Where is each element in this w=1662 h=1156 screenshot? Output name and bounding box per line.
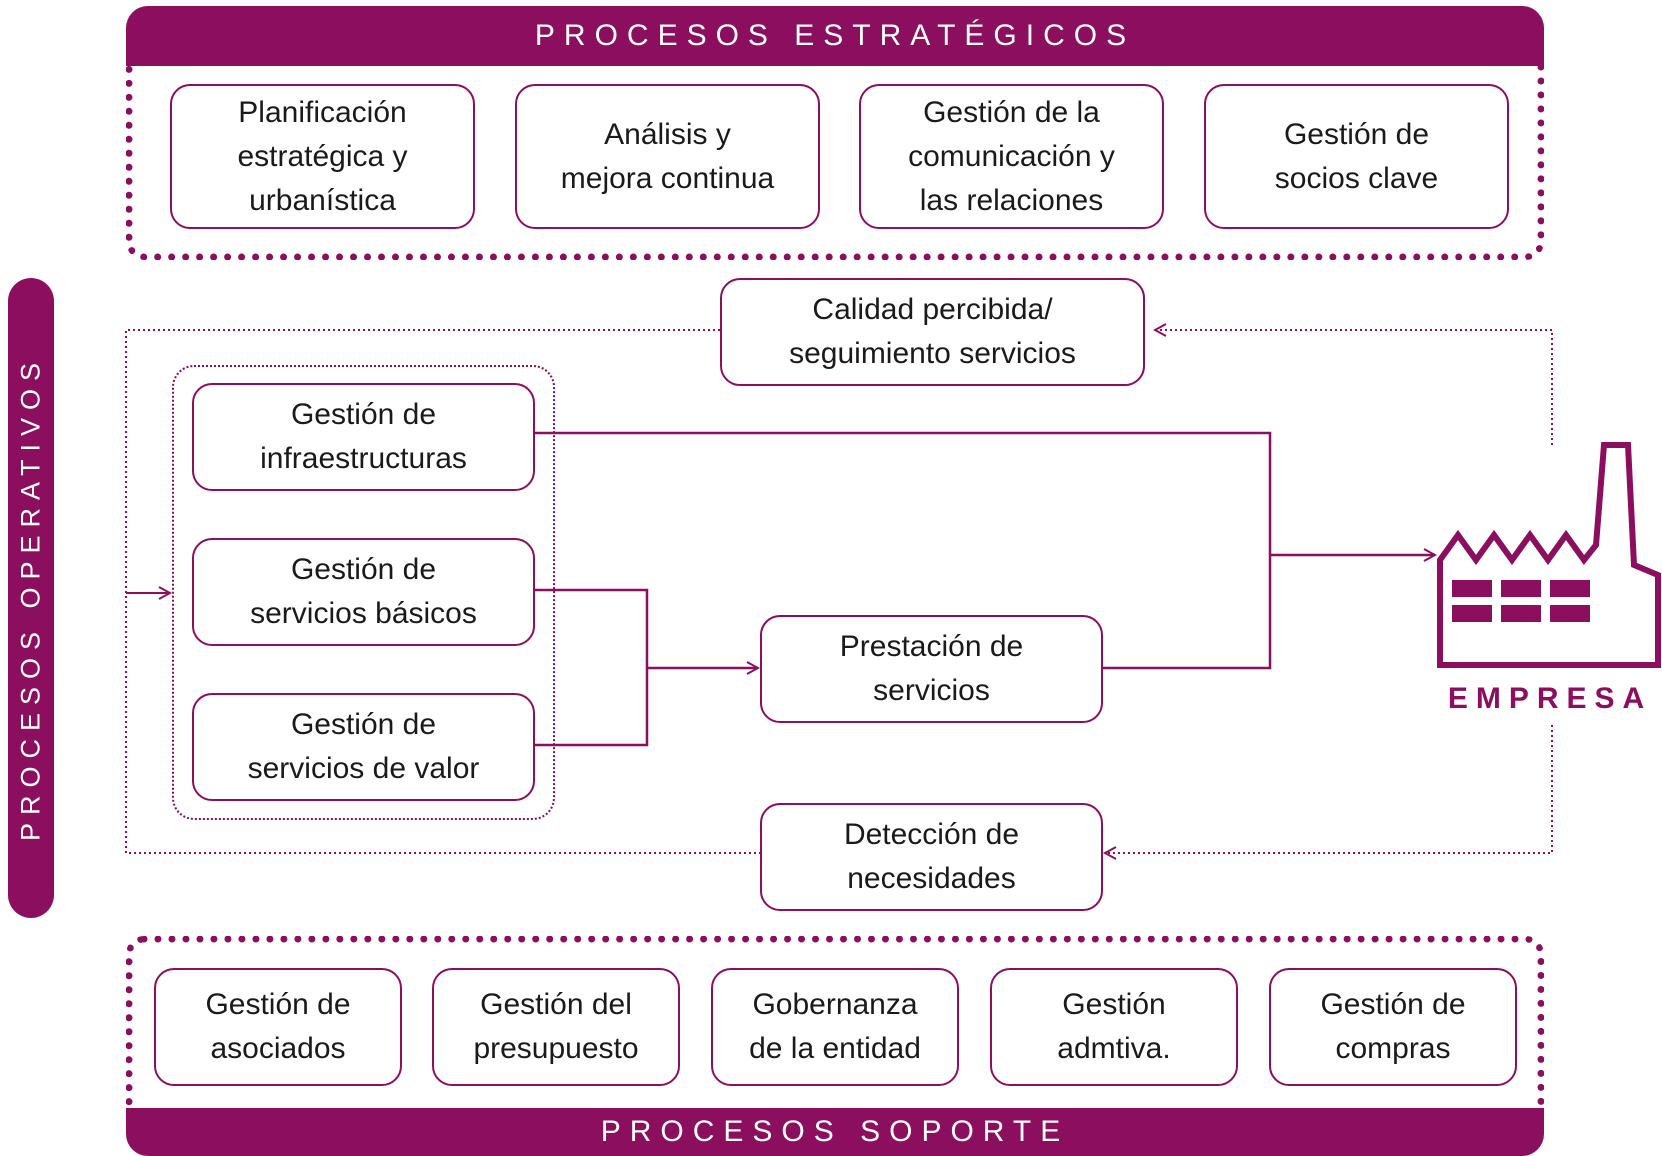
support-item-administration[interactable]: Gestión admtiva.: [990, 968, 1238, 1086]
operative-title: PROCESOS OPERATIVOS: [15, 354, 46, 842]
management-value-services[interactable]: Gestión de servicios de valor: [192, 693, 535, 801]
detection-line-1: Detección de: [843, 818, 1020, 851]
strategic-item-partners-line-2: socios clave: [1274, 161, 1439, 195]
support-item-budget[interactable]: Gestión del presupuesto: [432, 968, 680, 1086]
quality-box[interactable]: Calidad percibida/ seguimiento servicios: [720, 278, 1145, 386]
strategic-container: [126, 52, 1544, 260]
strategic-title: PROCESOS ESTRATÉGICOS: [534, 19, 1136, 52]
support-item-budget-line-1: Gestión del: [480, 988, 632, 1021]
delivery-to-company-line: [1103, 555, 1272, 670]
management-infrastructure[interactable]: Gestión de infraestructuras: [192, 383, 535, 491]
strategic-banner: PROCESOS ESTRATÉGICOS: [126, 6, 1544, 66]
support-item-administration-line-2: admtiva.: [1057, 1032, 1171, 1065]
strategic-item-communication-line-3: las relaciones: [919, 183, 1104, 217]
strategic-item-analysis[interactable]: Análisis y mejora continua: [515, 84, 820, 229]
management-group: [172, 365, 555, 820]
management-basic-services[interactable]: Gestión de servicios básicos: [192, 538, 535, 646]
delivery-line-1: Prestación de: [839, 630, 1024, 663]
strategic-item-communication-line-1: Gestión de la: [923, 95, 1100, 129]
management-infrastructure-line-2: infraestructuras: [260, 442, 467, 475]
support-item-associates-line-1: Gestión de: [205, 988, 351, 1021]
strategic-item-communication-line-2: comunicación y: [908, 139, 1115, 173]
support-item-purchasing-line-2: compras: [1335, 1032, 1451, 1065]
basic-to-merge-line: [535, 588, 649, 668]
quality-line-2: seguimiento servicios: [789, 337, 1076, 370]
delivery-box[interactable]: Prestación de servicios: [760, 615, 1103, 723]
management-basic-services-line-1: Gestión de: [290, 553, 437, 586]
strategic-item-planning-line-1: Planificación: [238, 95, 407, 129]
detection-box[interactable]: Detección de necesidades: [760, 803, 1103, 911]
strategic-item-analysis-line-2: mejora continua: [560, 161, 775, 195]
infra-to-company-line: [535, 431, 1272, 555]
management-value-services-line-1: Gestión de: [290, 708, 437, 741]
support-banner: PROCESOS SOPORTE: [126, 1108, 1544, 1156]
support-item-budget-line-2: presupuesto: [473, 1032, 639, 1065]
detection-line-2: necesidades: [847, 862, 1016, 895]
support-item-purchasing[interactable]: Gestión de compras: [1269, 968, 1517, 1086]
support-item-governance-line-1: Gobernanza: [752, 988, 918, 1021]
feedback-loop-left: [125, 329, 760, 854]
support-container: [126, 936, 1544, 1116]
strategic-item-partners[interactable]: Gestión de socios clave: [1204, 84, 1509, 229]
delivery-line-2: servicios: [873, 674, 990, 707]
quality-line-1: Calidad percibida/: [812, 293, 1053, 326]
factory-icon: [1437, 442, 1661, 668]
management-infrastructure-line-1: Gestión de: [290, 398, 437, 431]
feedback-loop-bottom: [1105, 725, 1553, 853]
strategic-item-planning[interactable]: Planificación estratégica y urbanística: [170, 84, 475, 229]
operative-side-banner: [8, 278, 54, 918]
management-value-services-line-2: servicios de valor: [247, 752, 480, 785]
strategic-item-partners-line-1: Gestión de: [1283, 117, 1430, 151]
management-basic-services-line-2: servicios básicos: [250, 597, 477, 630]
value-to-merge-line: [535, 668, 649, 747]
feedback-loop-top: [1155, 330, 1553, 445]
strategic-item-planning-line-3: urbanística: [249, 183, 396, 217]
strategic-item-communication[interactable]: Gestión de la comunicación y las relacio…: [859, 84, 1164, 229]
strategic-item-analysis-line-1: Análisis y: [604, 117, 731, 151]
support-item-associates[interactable]: Gestión de asociados: [154, 968, 402, 1086]
support-item-governance[interactable]: Gobernanza de la entidad: [711, 968, 959, 1086]
support-item-administration-line-1: Gestión: [1062, 988, 1166, 1021]
support-title: PROCESOS SOPORTE: [600, 1115, 1070, 1148]
support-item-governance-line-2: de la entidad: [749, 1032, 921, 1065]
support-item-purchasing-line-1: Gestión de: [1320, 988, 1466, 1021]
support-item-associates-line-2: asociados: [210, 1032, 346, 1065]
strategic-item-planning-line-2: estratégica y: [237, 139, 408, 173]
company-label: EMPRESA: [1447, 682, 1653, 715]
